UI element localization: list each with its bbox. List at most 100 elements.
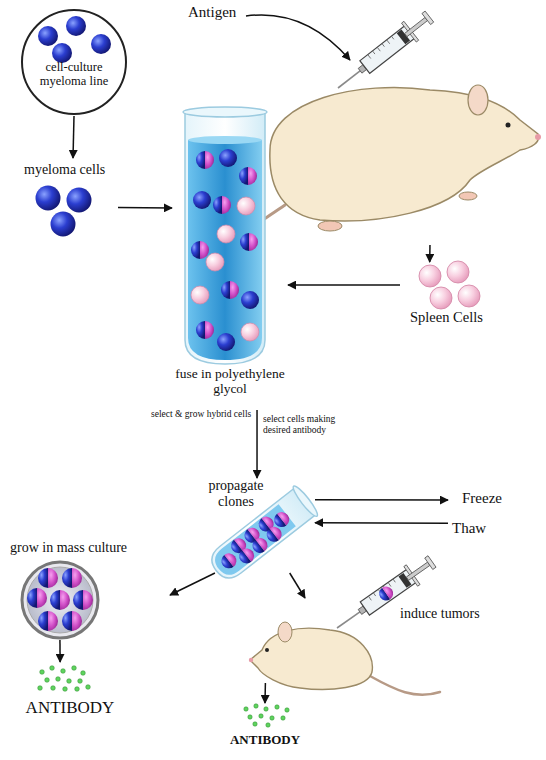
fusion-tube: fuse in polyethylene glycol — [172, 100, 288, 410]
fusion-tube-illustration — [185, 112, 265, 364]
culture-dish-illustration — [38, 568, 58, 588]
fusion-tube-illustration — [196, 321, 214, 339]
spleen-cell-group — [447, 261, 469, 283]
flow-arrow — [315, 499, 448, 501]
myeloma-culture-cells — [66, 16, 86, 36]
antibody-dots — [253, 722, 257, 726]
tumor-mouse-illustration — [278, 622, 292, 642]
node-text: propagate clones — [200, 478, 272, 509]
node-text: ANTIBODY — [15, 698, 125, 717]
fusion-tube-illustration — [213, 196, 231, 214]
culture-dish-illustration — [62, 611, 82, 631]
node-text: Spleen Cells — [410, 309, 483, 325]
culture-dish-illustration — [73, 590, 93, 610]
spleen-cells: Spleen Cells — [400, 262, 510, 332]
clone-tube-illustration — [271, 509, 292, 530]
node-text: cell-culture myeloma line — [22, 60, 126, 88]
antibody-dots — [259, 714, 263, 718]
tumor-mouse-illustration — [249, 658, 253, 662]
antibody-dots — [275, 705, 279, 709]
node-text: fuse in polyethylene glycol — [165, 366, 295, 396]
flow-arrow — [290, 573, 305, 598]
flow-arrow — [256, 410, 258, 478]
antibody-dots — [270, 716, 274, 720]
spleen-cell-group — [419, 265, 441, 287]
antibody-dots — [38, 666, 91, 692]
flow-arrow — [118, 207, 172, 209]
note-label: select cells making desired antibody — [263, 414, 358, 435]
mouse-illustration — [506, 123, 511, 128]
flow-arrow — [315, 522, 448, 524]
storage-step: FreezeThaw — [448, 488, 528, 543]
fusion-tube-illustration — [191, 286, 209, 304]
myeloma-culture-cells — [38, 26, 58, 46]
spleen-cell-group — [419, 261, 480, 309]
mouse-illustration — [468, 85, 488, 115]
fusion-tube-illustration — [196, 151, 214, 169]
flow-arrow — [73, 116, 74, 158]
antibody-dots — [254, 704, 258, 708]
myeloma-culture-cells — [38, 16, 111, 63]
antibody-dots — [63, 687, 68, 692]
fusion-tube-illustration — [217, 225, 235, 243]
circle-outline — [22, 10, 126, 114]
antibody-output: ANTIBODY — [15, 662, 125, 724]
antibody-dots — [38, 686, 43, 691]
mouse-illustration — [318, 221, 342, 231]
culture-dish-illustration — [50, 590, 70, 610]
myeloma-culture-cells — [91, 34, 111, 54]
myeloma-cell-cluster — [36, 186, 61, 211]
fusion-tube-illustration — [217, 333, 235, 351]
spleen-cell-group — [430, 287, 452, 309]
hybrid-cell — [376, 584, 395, 603]
fusion-tube-illustration — [221, 281, 239, 299]
spleen-cell-group — [458, 285, 480, 307]
antigen-syringe — [331, 7, 437, 97]
fusion-tube-illustration — [240, 233, 258, 251]
node-text: myeloma cells — [24, 162, 105, 178]
myeloma-cell-cluster — [51, 212, 76, 237]
fusion-tube-illustration — [239, 167, 257, 185]
antibody-dots — [50, 666, 55, 671]
antibody-dots — [248, 715, 252, 719]
mouse-illustration — [459, 192, 477, 200]
antigen-pointer — [246, 15, 350, 60]
antibody-dots — [67, 679, 72, 684]
mouse-illustration — [535, 134, 541, 140]
culture-dish-illustration — [22, 562, 98, 638]
culture-dish: grow in mass culture — [5, 540, 170, 640]
culture-dish-illustration — [62, 568, 82, 588]
fusion-tube-illustration — [183, 107, 267, 364]
cell-cluster: myeloma cells — [18, 158, 118, 238]
flow-arrow — [429, 245, 431, 262]
antibody-dots — [244, 707, 248, 711]
node-text: ANTIBODY — [205, 733, 325, 748]
antibody-dots — [81, 671, 86, 676]
antibody-dots — [45, 678, 50, 683]
antibody-dots — [61, 669, 66, 674]
clone-tube-illustration — [290, 484, 320, 519]
culture-circle: cell-culture myeloma line — [20, 8, 128, 116]
node-text: induce tumors — [400, 606, 480, 622]
myeloma-cell-cluster — [36, 186, 92, 237]
flow-arrow — [170, 573, 215, 595]
clone-tube-illustration — [210, 504, 296, 580]
clone-tube: propagate clones — [200, 478, 315, 573]
antibody-dots — [78, 679, 83, 684]
culture-dish-illustration — [27, 588, 47, 608]
antibody-dots — [75, 687, 80, 692]
antibody-dots — [281, 716, 285, 720]
flow-arrow — [264, 683, 266, 703]
node-text: Antigen — [188, 4, 236, 21]
antibody-dots — [244, 704, 289, 727]
tumor-mouse-illustration — [370, 676, 440, 695]
tumor-mouse: induce tumors — [250, 598, 470, 683]
antibody-dots — [72, 666, 77, 671]
culture-dish-illustration — [27, 567, 93, 633]
culture-dish-illustration — [38, 611, 58, 631]
fusion-tube-illustration — [188, 140, 262, 360]
fusion-tube-illustration — [193, 191, 211, 209]
fusion-tube-illustration — [237, 197, 255, 215]
